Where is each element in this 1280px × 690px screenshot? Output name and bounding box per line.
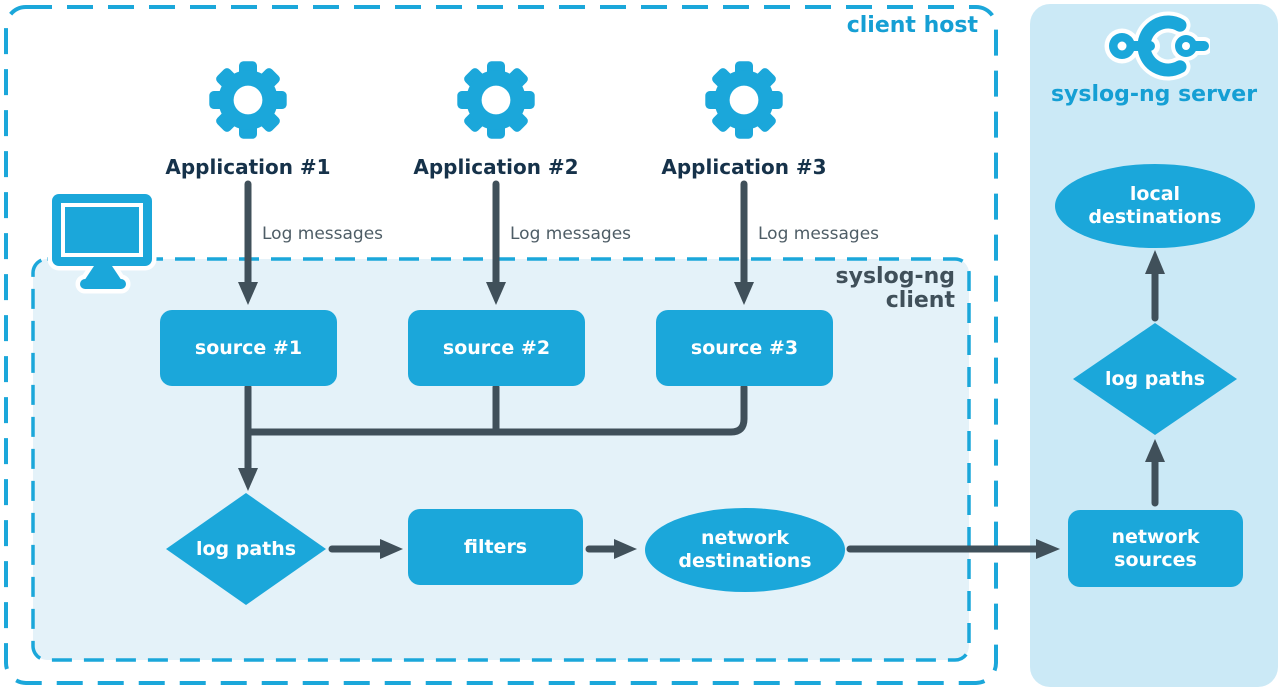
network-destinations-node: network destinations — [645, 508, 845, 592]
gear-icon — [705, 61, 783, 139]
log-messages-label: Log messages — [758, 224, 880, 244]
server-label: syslog-ng server — [1050, 82, 1258, 107]
log-messages-label: Log messages — [262, 224, 384, 244]
application-3-label: Application #3 — [661, 155, 827, 179]
application-2-label: Application #2 — [413, 155, 579, 179]
gear-icon — [209, 61, 287, 139]
filters-node: filters — [408, 509, 583, 585]
source-1-node: source #1 — [160, 310, 337, 386]
arrows — [244, 180, 1159, 553]
log-messages-label: Log messages — [510, 224, 632, 244]
application-1-label: Application #1 — [165, 155, 331, 179]
gear-icon — [457, 61, 535, 139]
syslog-client-label: syslog-ng client — [835, 264, 955, 314]
arrow-heads — [238, 250, 1165, 559]
source-2-node: source #2 — [408, 310, 585, 386]
monitor-icon — [47, 189, 157, 294]
source-3-node: source #3 — [656, 310, 833, 386]
local-destinations-node: local destinations — [1055, 164, 1255, 248]
syslog-ng-logo-icon — [1104, 11, 1210, 81]
connector-source3 — [244, 383, 748, 436]
client-host-box — [4, 5, 998, 685]
network-sources-node: network sources — [1068, 510, 1243, 587]
client-host-label: client host — [846, 13, 978, 38]
